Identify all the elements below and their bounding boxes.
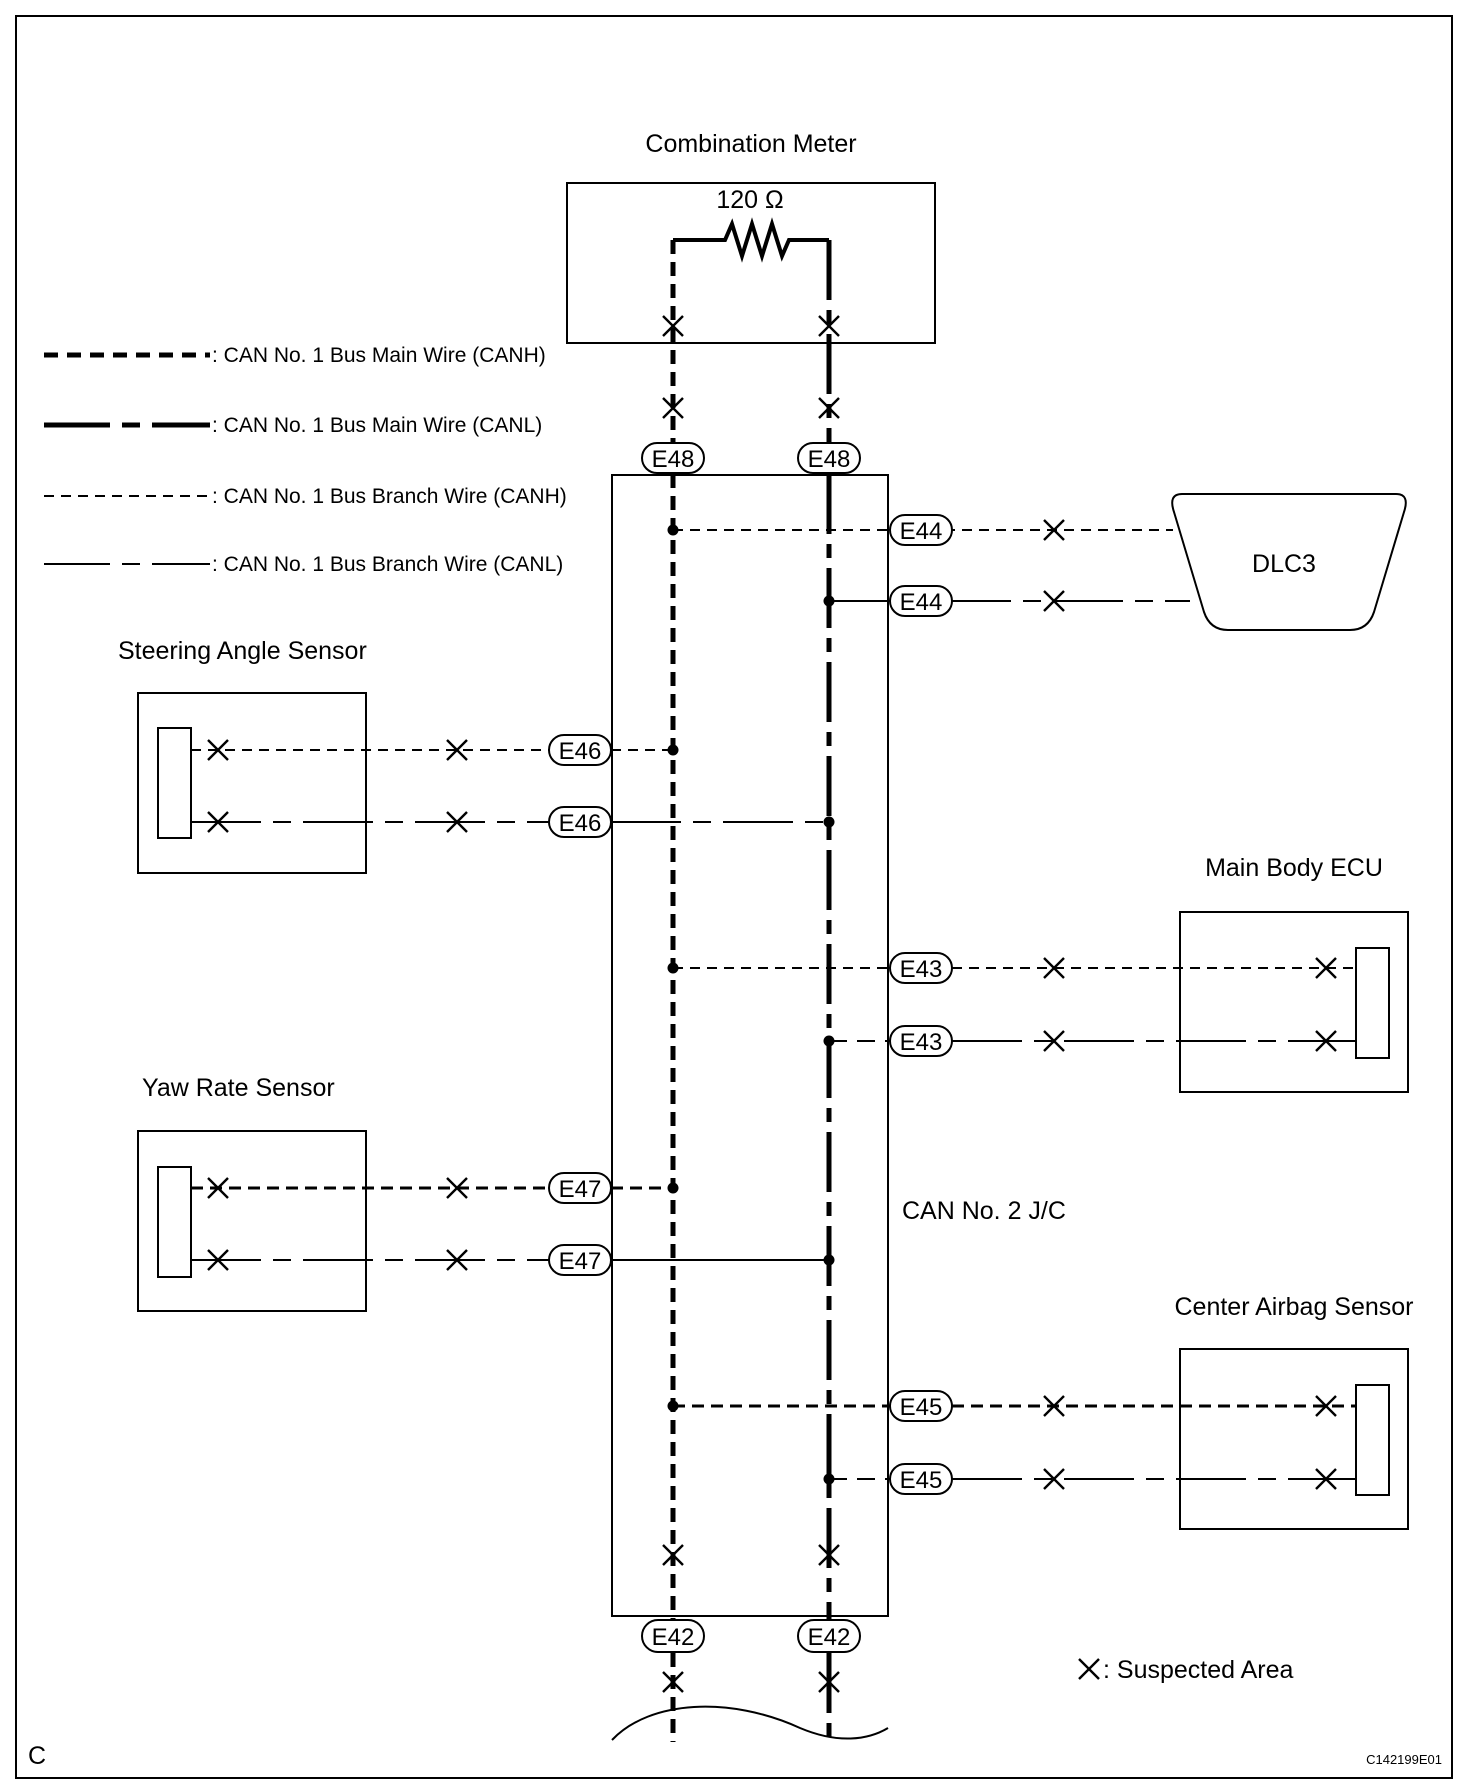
legend-label-main-canh: : CAN No. 1 Bus Main Wire (CANH) [212, 344, 546, 367]
connector-e48-canl: E48 [797, 442, 861, 474]
wire-break-curve [611, 1705, 889, 1741]
connector-e47-canl: E47 [548, 1244, 612, 1276]
connector-e47-canh: E47 [548, 1172, 612, 1204]
splice-dot-body-ecu-canh [667, 962, 679, 974]
splice-dot-steering-canl [823, 816, 835, 828]
splice-dot-steering-canh [667, 744, 679, 756]
svg-text:E43: E43 [900, 1029, 943, 1056]
yaw-rate-sensor-title: Yaw Rate Sensor [142, 1074, 335, 1102]
svg-text:E44: E44 [900, 589, 943, 616]
resistor-value-label: 120 Ω [716, 186, 783, 214]
splice-dot-dlc3-canh [667, 524, 679, 536]
legend: : CAN No. 1 Bus Main Wire (CANH) : CAN N… [44, 344, 567, 576]
center-airbag-sensor-title: Center Airbag Sensor [1174, 1293, 1413, 1321]
splice-dot-yaw-canh [667, 1182, 679, 1194]
dlc3-connector-shape [1171, 493, 1407, 631]
svg-text:E48: E48 [808, 446, 851, 473]
connector-e43-canh: E43 [889, 952, 953, 984]
connector-e42-canl: E42 [797, 1619, 861, 1653]
can-junction-box [611, 474, 889, 1617]
connector-e44-canh: E44 [889, 514, 953, 546]
svg-text:E47: E47 [559, 1248, 602, 1275]
splice-dot-yaw-canl [823, 1254, 835, 1266]
splice-dot-dlc3-canl [823, 595, 835, 607]
yaw-rate-sensor-terminal [157, 1166, 192, 1278]
suspected-area-legend-label: : Suspected Area [1103, 1656, 1294, 1684]
svg-text:E43: E43 [900, 956, 943, 983]
steering-angle-sensor-title: Steering Angle Sensor [118, 637, 367, 665]
connector-e48-canh: E48 [641, 442, 705, 474]
svg-text:E46: E46 [559, 738, 602, 765]
combination-meter-box [566, 182, 936, 344]
diagram-frame [15, 15, 1453, 1779]
svg-text:E44: E44 [900, 518, 943, 545]
connector-e45-canh: E45 [889, 1390, 953, 1422]
splice-dot-airbag-canh [667, 1400, 679, 1412]
connector-e43-canl: E43 [889, 1025, 953, 1057]
legend-label-main-canl: : CAN No. 1 Bus Main Wire (CANL) [212, 414, 542, 437]
svg-text:E48: E48 [652, 446, 695, 473]
main-body-ecu-terminal [1355, 947, 1390, 1059]
connector-e44-canl: E44 [889, 585, 953, 617]
splice-points [667, 524, 835, 1485]
combination-meter-title: Combination Meter [645, 130, 856, 158]
suspected-area-legend-mark [1077, 1657, 1101, 1681]
legend-label-branch-canh: : CAN No. 1 Bus Branch Wire (CANH) [212, 485, 567, 508]
junction-label: CAN No. 2 J/C [902, 1197, 1066, 1225]
svg-text:E47: E47 [559, 1176, 602, 1203]
connector-e46-canh: E46 [548, 734, 612, 766]
dlc3-label: DLC3 [1252, 550, 1316, 578]
steering-angle-sensor-terminal [157, 727, 192, 839]
legend-label-branch-canl: : CAN No. 1 Bus Branch Wire (CANL) [212, 553, 563, 576]
splice-dot-body-ecu-canl [823, 1035, 835, 1047]
figure-corner-letter: C [28, 1742, 46, 1770]
splice-dot-airbag-canl [823, 1473, 835, 1485]
connector-e46-canl: E46 [548, 806, 612, 838]
resistor-symbol [673, 217, 829, 263]
center-airbag-sensor-terminal [1355, 1384, 1390, 1496]
connector-e42-canh: E42 [641, 1619, 705, 1653]
svg-text:E42: E42 [808, 1624, 851, 1651]
svg-text:E42: E42 [652, 1624, 695, 1651]
svg-text:E45: E45 [900, 1467, 943, 1494]
figure-code: C142199E01 [1366, 1752, 1442, 1767]
svg-text:E45: E45 [900, 1394, 943, 1421]
connector-e45-canl: E45 [889, 1463, 953, 1495]
svg-text:E46: E46 [559, 810, 602, 837]
main-body-ecu-title: Main Body ECU [1205, 854, 1383, 882]
